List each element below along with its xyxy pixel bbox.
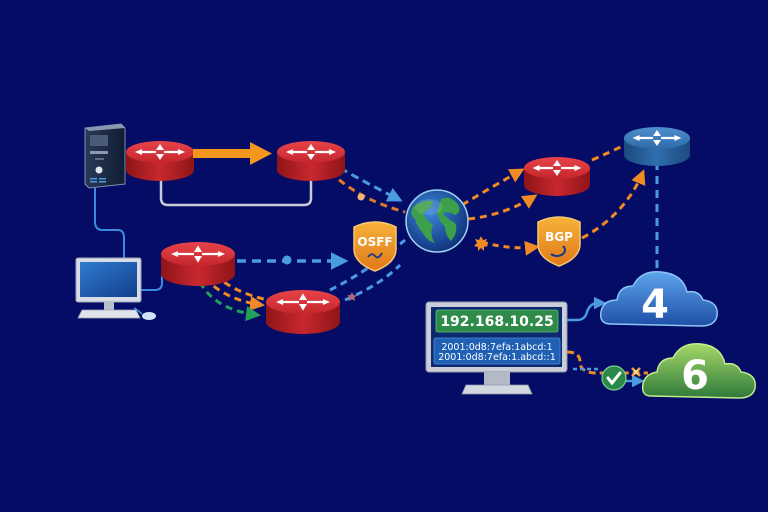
link-bgp-core bbox=[581, 169, 646, 240]
error-x-icon bbox=[631, 367, 641, 377]
star-icon bbox=[347, 292, 357, 301]
bgp-label: BGP bbox=[545, 230, 573, 244]
bgp-shield-badge[interactable]: BGP bbox=[537, 216, 581, 267]
checkmark-icon bbox=[601, 365, 627, 391]
mouse-icon bbox=[142, 312, 156, 320]
ipv4-cloud[interactable]: 4 bbox=[599, 271, 718, 328]
ipv6-address-2: 2001:0d8:7efa:1.abcd::1 bbox=[438, 352, 556, 363]
internet-globe-icon[interactable] bbox=[405, 189, 469, 253]
router-arrows-icon bbox=[134, 143, 186, 161]
link-globe-router4-b bbox=[467, 194, 538, 221]
ipv6-address-box[interactable] bbox=[433, 337, 561, 365]
wave-icon bbox=[367, 252, 383, 259]
router-2-icon[interactable] bbox=[277, 141, 345, 181]
ospf-label: OSFF bbox=[357, 235, 392, 249]
router-4-icon[interactable] bbox=[524, 157, 590, 196]
arrow-router1-router2 bbox=[193, 142, 272, 165]
router-5-icon[interactable] bbox=[266, 290, 340, 334]
link-router4-core bbox=[591, 143, 626, 162]
link-router2-globe-blue bbox=[339, 166, 403, 202]
router-arrows-icon bbox=[632, 129, 682, 147]
ipv4-address: 192.168.10.25 bbox=[440, 314, 553, 330]
link-router2-globe-orange bbox=[328, 170, 406, 214]
link-desktop-router3 bbox=[140, 262, 163, 291]
router-3-icon[interactable] bbox=[161, 242, 235, 286]
link-globe-router4-a bbox=[461, 168, 525, 207]
ip-monitor: 192.168.10.25 2001:0d8:7efa:1abcd:1 2001… bbox=[425, 301, 568, 395]
link-router3-router5-green bbox=[198, 281, 261, 322]
link-monitor-cloud6-orange bbox=[566, 350, 648, 375]
server-tower-icon[interactable] bbox=[84, 123, 126, 189]
burst-icon bbox=[474, 236, 488, 251]
ipv6-cloud[interactable]: 6 bbox=[641, 343, 756, 399]
router-1-icon[interactable] bbox=[126, 141, 194, 181]
wave-icon bbox=[550, 245, 566, 257]
router-core-icon[interactable] bbox=[624, 127, 690, 166]
ipv4-address-bar[interactable] bbox=[435, 309, 559, 333]
link-loop-router1-router2 bbox=[159, 168, 313, 207]
router-arrows-icon bbox=[171, 245, 225, 263]
ipv6-cloud-label: 6 bbox=[681, 353, 709, 399]
link-server-desktop bbox=[94, 188, 125, 258]
link-monitor-cloud4 bbox=[567, 296, 607, 322]
router-arrows-icon bbox=[532, 159, 582, 177]
link-node-dot bbox=[357, 193, 365, 201]
link-globe-bgp bbox=[481, 240, 540, 256]
router-arrows-icon bbox=[276, 293, 330, 311]
link-node-dot bbox=[282, 255, 292, 265]
router-arrows-icon bbox=[285, 143, 337, 161]
desktop-computer-icon[interactable] bbox=[75, 257, 156, 320]
ospf-shield-badge[interactable]: OSFF bbox=[353, 221, 397, 272]
ipv4-cloud-label: 4 bbox=[641, 282, 669, 328]
ipv6-address-1: 2001:0d8:7efa:1abcd:1 bbox=[441, 342, 552, 353]
